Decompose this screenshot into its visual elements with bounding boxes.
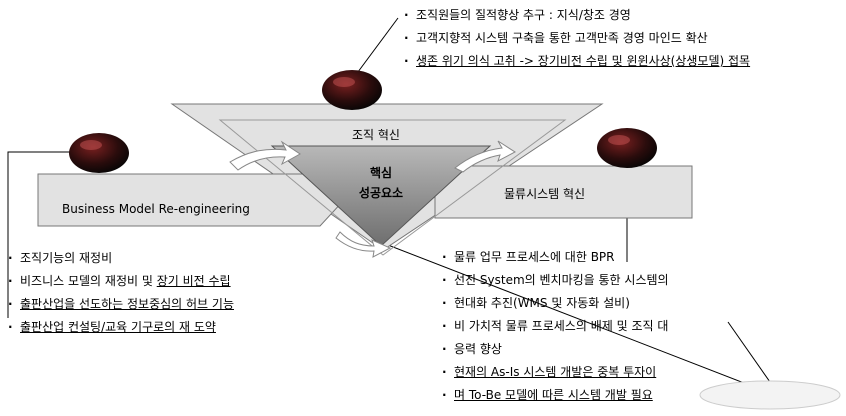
curved-arrow-left-icon [229,140,301,171]
bullet-text: 선진 System의 벤치마킹을 통한 시스템의 [454,273,669,287]
bullet-text: 현재의 As-Is 시스템 개발은 중복 투자이 [454,365,657,379]
ball-top [322,70,382,110]
right-bullet-item: 응력 향상 [440,338,669,361]
bmr-label: Business Model Re-engineering [62,202,250,216]
top-bullet-item: 고객지향적 시스템 구축을 통한 고객만족 경영 마인드 확산 [402,27,750,50]
top-bullet-item: 조직원들의 질적향상 추구 : 지식/창조 경영 [402,4,750,27]
right-bullet-item: 며 To-Be 모델에 따른 시스템 개발 필요 [440,384,669,407]
bullet-text: 출판산업을 선도하는 정보중심의 허브 기능 [20,297,234,311]
right-bullet-item: 비 가치적 물류 프로세스의 배제 및 조직 대 [440,315,669,338]
bullet-text: 며 To-Be 모델에 따른 시스템 개발 필요 [454,388,653,402]
ball-top-shine [333,77,355,87]
right-bullet-item: 선진 System의 벤치마킹을 통한 시스템의 [440,269,669,292]
right-bullet-item: 물류 업무 프로세스에 대한 BPR [440,246,669,269]
org-innovation-label: 조직 혁신 [352,128,400,142]
left-bullet-item: 비즈니스 모델의 재정비 및 장기 비전 수립 [6,270,234,293]
bullet-text: 생존 위기 의식 고취 -> 장기비전 수립 및 윈윈사상(상생모델) 접목 [416,54,751,68]
top-bullet-item: 생존 위기 의식 고취 -> 장기비전 수립 및 윈윈사상(상생모델) 접목 [402,50,750,73]
logistics-innovation-label: 물류시스템 혁신 [504,187,586,201]
core-triangle [270,145,492,247]
curved-arrow-bottom-icon [335,231,392,258]
left-bullet-item: 출판산업을 선도하는 정보중심의 허브 기능 [6,293,234,316]
left-bullet-list: 조직기능의 재정비비즈니스 모델의 재정비 및 장기 비전 수립출판산업을 선도… [6,247,234,339]
bmr-band [37,173,345,227]
ball-left-shine [80,140,102,150]
target-ellipse [699,380,841,410]
top-bullet-list: 조직원들의 질적향상 추구 : 지식/창조 경영고객지향적 시스템 구축을 통한… [402,4,750,73]
bullet-text: 물류 업무 프로세스에 대한 BPR [454,250,615,264]
bullet-text: 조직원들의 질적향상 추구 : 지식/창조 경영 [416,8,631,22]
core-label-line2: 성공요소 [358,186,404,200]
right-bullet-list: 물류 업무 프로세스에 대한 BPR 선진 System의 벤치마킹을 통한 시스… [440,246,669,407]
bullet-text: 응력 향상 [454,342,502,356]
bullet-text: 출판산업 컨설팅/교육 기구로의 재 도약 [20,320,216,334]
logistics-band [434,165,693,219]
bullet-text: 현대화 추진(WMS 및 자동화 설비) [454,296,630,310]
connector-slash [727,321,778,393]
left-bullet-item: 출판산업 컨설팅/교육 기구로의 재 도약 [6,316,234,339]
ball-right-shine [608,135,630,145]
ball-left [69,133,129,173]
curved-arrow-right-icon [454,140,516,173]
left-bullet-item: 조직기능의 재정비 [6,247,234,270]
core-success-factor-label: 핵심 성공요소 [339,163,423,203]
bullet-text: 비 가치적 물류 프로세스의 배제 및 조직 대 [454,319,669,333]
connector-top [351,17,399,81]
bullet-text: 장기 비전 수립 [156,274,231,288]
bullet-text: 고객지향적 시스템 구축을 통한 고객만족 경영 마인드 확산 [416,31,708,45]
ball-right [597,128,657,168]
core-label-line1: 핵심 [369,166,393,180]
bullet-text: 조직기능의 재정비 [20,251,113,265]
rear-triangle [218,119,567,256]
right-bullet-item: 현대화 추진(WMS 및 자동화 설비) [440,292,669,315]
bullet-text: 비즈니스 모델의 재정비 및 [20,274,157,288]
right-bullet-item: 현재의 As-Is 시스템 개발은 중복 투자이 [440,361,669,384]
